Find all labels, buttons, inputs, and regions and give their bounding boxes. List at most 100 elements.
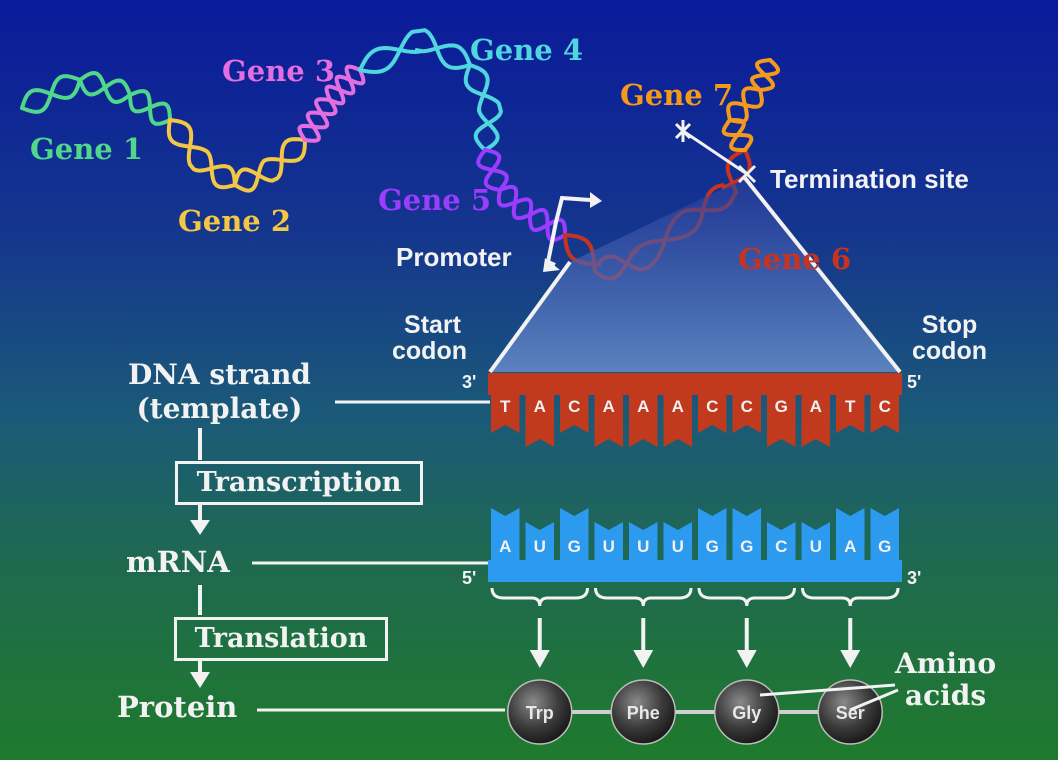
dna-base-letter: G	[775, 397, 788, 416]
dna-3prime-end: 3'	[462, 372, 477, 392]
mrna-base-letter: G	[706, 537, 719, 556]
dna-base-tooth	[560, 395, 589, 433]
gene-7-label: Gene 7	[620, 78, 734, 112]
mrna-base-letter: G	[568, 537, 581, 556]
dna-base-letter: A	[810, 397, 822, 416]
dna-base-letter: C	[706, 397, 718, 416]
mrna-base-tooth	[767, 522, 796, 560]
mrna-base-tooth	[491, 508, 520, 560]
start-codon-line2: codon	[392, 337, 467, 365]
promoter-arrow-tail	[543, 258, 560, 272]
dna-base-tooth	[525, 395, 554, 447]
mrna-base-letter: C	[775, 537, 787, 556]
codon-arrow-head	[529, 650, 550, 668]
mrna-base-tooth	[663, 522, 692, 560]
dna-base-letter: A	[672, 397, 684, 416]
dna-base-tooth	[767, 395, 796, 447]
amino-acid-label: Gly	[732, 703, 761, 723]
gene-6-label: Gene 6	[738, 242, 852, 276]
amino-acids-label: Amino acids	[895, 648, 996, 712]
mrna-backbone	[488, 560, 902, 582]
mrna-base-letter: U	[637, 537, 649, 556]
helix-segment-gene-2	[168, 118, 307, 193]
promoter-label: Promoter	[396, 242, 512, 272]
amino-pointer-1	[759, 683, 896, 697]
triangle-right-edge	[743, 176, 902, 374]
amino-acid-bead	[507, 679, 573, 745]
mrna-base-letter: U	[810, 537, 822, 556]
mrna-5prime-end: 5'	[462, 568, 477, 588]
helix-segment-gene-7	[726, 58, 781, 152]
dna-base-tooth	[732, 395, 761, 433]
dna-base-letter: A	[637, 397, 649, 416]
mrna-label: mRNA	[126, 545, 230, 579]
codon-arrow-head	[736, 650, 757, 668]
mrna-base-letter: U	[672, 537, 684, 556]
dna-base-letter: C	[879, 397, 891, 416]
dna-base-letter: C	[568, 397, 580, 416]
helix-segment-gene-3	[297, 68, 366, 142]
start-codon-line1: Start	[404, 311, 461, 339]
dna-base-letter: T	[845, 397, 856, 416]
stop-codon-line2: codon	[912, 337, 987, 365]
dna-base-tooth	[698, 395, 727, 433]
mrna-base-tooth	[525, 522, 554, 560]
codon-bracket	[697, 587, 796, 607]
codon-bracket	[594, 587, 693, 607]
gene-2-label: Gene 2	[178, 204, 292, 238]
dna-strand-line2: (template)	[136, 392, 303, 425]
amino-acid-label: Phe	[627, 703, 660, 723]
dna-base-letter: T	[500, 397, 511, 416]
termination-marker	[674, 120, 757, 184]
transcription-box: Transcription	[175, 461, 423, 505]
amino-pointer-2	[849, 688, 899, 712]
dna-base-tooth	[491, 395, 520, 433]
dna-base-tooth	[870, 395, 899, 433]
dna-base-letter: A	[603, 397, 615, 416]
mrna-base-tooth	[732, 508, 761, 560]
dna-5prime-end: 5'	[907, 372, 922, 392]
translation-box: Translation	[174, 617, 388, 661]
dna-base-tooth	[629, 395, 658, 447]
dna-backbone	[488, 373, 902, 395]
stop-codon-line1: Stop	[921, 311, 978, 339]
promoter-arrow-head	[590, 192, 602, 208]
codon-brackets	[490, 587, 900, 668]
mrna-base-tooth	[801, 522, 830, 560]
codon-arrow-head	[633, 650, 654, 668]
dna-strand-label: DNA strand (template)	[128, 358, 311, 426]
helix-segment-gene-5	[483, 148, 567, 243]
amino-acid-bead	[610, 679, 676, 745]
mrna-base-tooth	[870, 508, 899, 560]
gene-3-label: Gene 3	[222, 54, 336, 88]
flow-arrows	[190, 428, 210, 688]
mrna-base-letter: U	[603, 537, 615, 556]
protein-label: Protein	[117, 690, 238, 724]
codon-bracket	[490, 587, 589, 607]
mrna-base-tooth	[594, 522, 623, 560]
dna-strand-line1: DNA strand	[128, 358, 311, 391]
termination-site-label: Termination site	[770, 164, 969, 194]
mrna-base-tooth	[836, 508, 865, 560]
mrna-base-letter: G	[740, 537, 753, 556]
dna-base-letter: C	[741, 397, 753, 416]
gene-4-label: Gene 4	[470, 33, 584, 67]
amino-acid-label: Trp	[526, 703, 554, 723]
start-codon-label: Start codon	[392, 311, 467, 364]
gene-expansion-triangle	[490, 178, 900, 372]
mrna-base-letter: U	[534, 537, 546, 556]
helix-segment-gene-4	[358, 43, 503, 152]
amino-acids-line2: acids	[904, 679, 987, 712]
stop-codon-label: Stop codon	[912, 312, 987, 364]
mrna-base-letter: A	[844, 537, 856, 556]
dna-base-tooth	[663, 395, 692, 447]
mrna-base-tooth	[698, 508, 727, 560]
amino-acids-line1: Amino	[895, 647, 997, 680]
gene-5-label: Gene 5	[378, 183, 492, 217]
dna-base-tooth	[836, 395, 865, 433]
mrna-base-tooth	[629, 522, 658, 560]
